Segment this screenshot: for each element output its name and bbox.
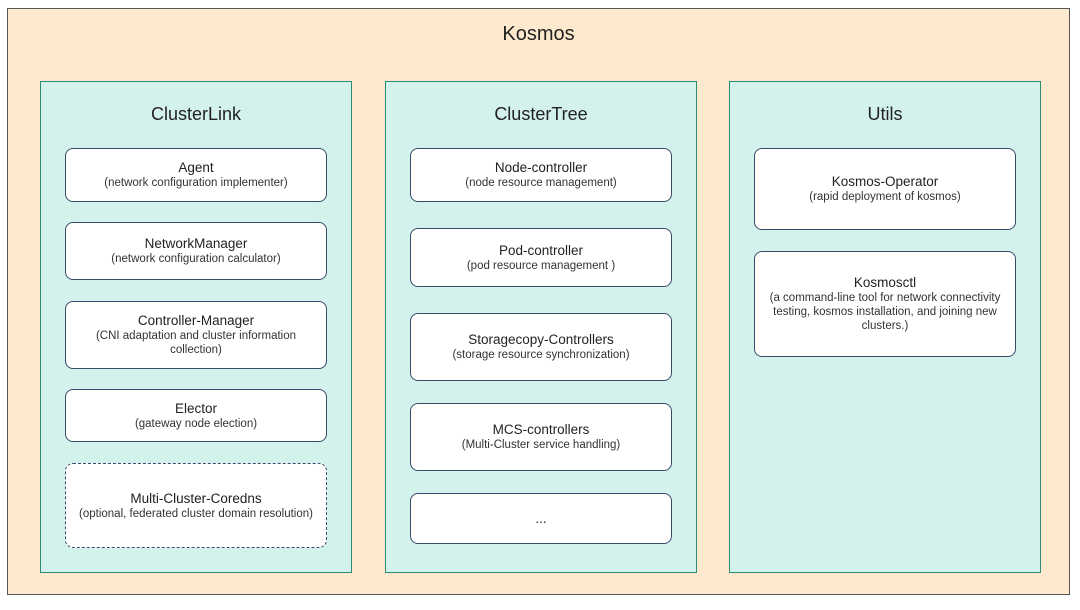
agent-box: Agent (network configuration implementer… [65, 148, 327, 202]
clustertree-title: ClusterTree [494, 104, 588, 124]
mcs-controllers-desc: (Multi-Cluster service handling) [461, 439, 621, 451]
controller-manager-name: Controller-Manager [137, 313, 255, 328]
pod-controller-desc: (pod resource management ) [466, 259, 616, 272]
utils-title: Utils [867, 104, 903, 124]
more-controllers-name: ... [535, 510, 547, 526]
mcs-controllers-box: MCS-controllers (Multi-Cluster service h… [410, 403, 672, 471]
network-manager-desc: (network configuration calculator) [111, 253, 281, 265]
kosmosctl-desc: (a command-line tool for network connect… [769, 292, 1001, 332]
multi-cluster-coredns-desc: (optional, federated cluster domain reso… [79, 507, 313, 520]
agent-name: Agent [178, 160, 214, 175]
network-manager-name: NetworkManager [144, 236, 248, 251]
multi-cluster-coredns-name: Multi-Cluster-Coredns [130, 490, 262, 506]
storagecopy-controllers-desc: (storage resource synchronization) [452, 349, 630, 361]
multi-cluster-coredns-box: Multi-Cluster-Coredns (optional, federat… [65, 463, 327, 548]
node-controller-name: Node-controller [494, 160, 588, 175]
node-controller-desc: (node resource management) [465, 177, 617, 189]
agent-desc: (network configuration implementer) [104, 177, 288, 189]
mcs-controllers-name: MCS-controllers [492, 422, 590, 437]
diagram-title: Kosmos [502, 23, 575, 45]
elector-name: Elector [174, 400, 218, 416]
clustertree-column: ClusterTree Node-controller (node resour… [385, 81, 697, 573]
pod-controller-box: Pod-controller (pod resource management … [410, 228, 672, 287]
kosmosctl-box: Kosmosctl (a command-line tool for netwo… [754, 251, 1016, 357]
controller-manager-desc: (CNI adaptation and cluster information … [95, 330, 297, 356]
elector-desc: (gateway node election) [134, 417, 258, 430]
storagecopy-controllers-box: Storagecopy-Controllers (storage resourc… [410, 313, 672, 381]
more-controllers-box: ... [410, 493, 672, 544]
kosmosctl-name: Kosmosctl [853, 275, 917, 290]
kosmos-operator-desc: (rapid deployment of kosmos) [809, 191, 961, 203]
network-manager-box: NetworkManager (network configuration ca… [65, 222, 327, 280]
clusterlink-column: ClusterLink Agent (network configuration… [40, 81, 352, 573]
clusterlink-title: ClusterLink [150, 104, 242, 124]
storagecopy-controllers-name: Storagecopy-Controllers [468, 332, 614, 347]
utils-column: Utils Kosmos-Operator (rapid deployment … [729, 81, 1041, 573]
controller-manager-box: Controller-Manager (CNI adaptation and c… [65, 301, 327, 369]
kosmos-operator-box: Kosmos-Operator (rapid deployment of kos… [754, 148, 1016, 230]
kosmos-operator-name: Kosmos-Operator [831, 174, 939, 189]
kosmos-container: Kosmos ClusterLink Agent (network config… [7, 8, 1070, 595]
pod-controller-name: Pod-controller [498, 242, 584, 258]
node-controller-box: Node-controller (node resource managemen… [410, 148, 672, 202]
elector-box: Elector (gateway node election) [65, 389, 327, 442]
